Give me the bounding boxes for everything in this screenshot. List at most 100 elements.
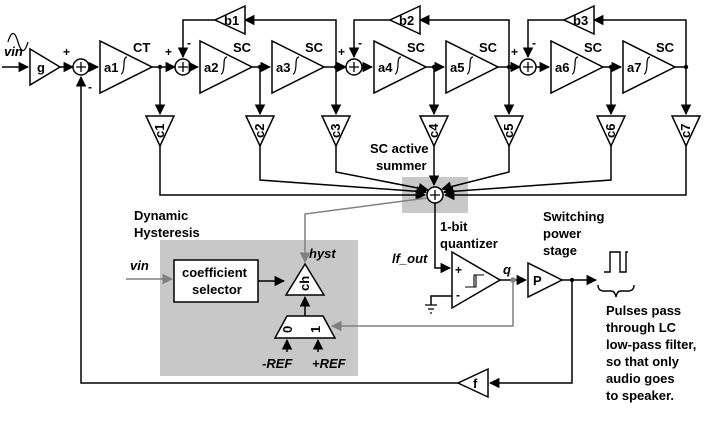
feedback-b3-wire: [592, 14, 687, 67]
integrator-a6-symbol: [571, 56, 579, 75]
feedback-b1-wire: [243, 14, 337, 67]
integrator-a5-type: SC: [479, 40, 498, 55]
feedforward-c3-block: c3: [320, 115, 352, 148]
feedback-b1-label: b1: [224, 13, 239, 28]
svg-text:c7: c7: [678, 124, 693, 138]
integrator-a7-symbol: [643, 56, 651, 75]
integrator-a3-label: a3: [276, 60, 290, 75]
svg-text:c4: c4: [426, 123, 441, 138]
note-line3: low-pass filter,: [606, 337, 696, 352]
integrator-a4-label: a4: [378, 60, 393, 75]
integrator-a1-label: a1: [104, 60, 118, 75]
summer-label-line1: SC active: [370, 141, 429, 156]
lf-out-wire: [434, 203, 452, 274]
q-to-mux-wire: [330, 280, 514, 332]
integrator-a1-type: CT: [133, 40, 150, 55]
svg-text:+: +: [455, 263, 462, 277]
integrator-a7-label: a7: [627, 60, 641, 75]
feedback-b3-label: b3: [573, 13, 588, 28]
power-stage-block: [527, 261, 564, 299]
integrator-a6-block: [550, 39, 605, 95]
note-line2: through LC: [606, 320, 677, 335]
q-label: q: [503, 262, 511, 277]
mux-input-1: 1: [308, 326, 323, 333]
hyst-vin-label: vin: [130, 258, 149, 273]
note-line1: Pulses pass: [606, 303, 681, 318]
integrator-a3-type: SC: [305, 40, 324, 55]
integrator-a5-symbol: [466, 56, 474, 75]
svg-text:c3: c3: [328, 124, 343, 138]
svg-text:c1: c1: [152, 124, 167, 138]
gain-f-block: [456, 367, 489, 399]
sum4-minus-sign: -: [532, 36, 536, 50]
integrator-a2-block: [199, 39, 254, 95]
global-feedback-wire: [75, 75, 458, 384]
sum3-minus-sign: -: [358, 36, 362, 50]
hyst-feedback-wire: [299, 197, 428, 264]
feedforward-c1-block: c1: [144, 115, 176, 148]
ref-negative-label: -REF: [262, 356, 293, 371]
sum4-plus-sign: +: [511, 45, 518, 59]
integrator-a4-type: SC: [407, 40, 426, 55]
vin-input-label: vin: [4, 44, 23, 59]
coefficient-selector-label1: coefficient: [182, 265, 248, 280]
ground-icon: [425, 304, 437, 314]
ch-label: ch: [297, 276, 312, 291]
sum1-minus-sign: -: [88, 80, 92, 94]
integrator-a1-block: [99, 39, 154, 95]
integrator-a5-block: [445, 39, 500, 95]
integrator-a3-block: [271, 39, 326, 95]
integrator-a4-symbol: [394, 56, 402, 75]
feedback-b2-wire: [418, 14, 510, 67]
integrator-a5-label: a5: [450, 60, 464, 75]
gain-f-label: f: [473, 376, 478, 391]
dynamic-hysteresis-title2: Hysteresis: [134, 225, 200, 240]
note-line6: to speaker.: [606, 388, 674, 403]
coefficient-selector-block: [173, 259, 259, 303]
svg-text:c6: c6: [603, 124, 618, 138]
gain-g-label: g: [37, 60, 45, 75]
summer-label-line2: summer: [376, 158, 427, 173]
feedforward-c6-block: c6: [595, 115, 627, 148]
power-stage-label: P: [533, 273, 542, 288]
ref-positive-label: +REF: [312, 356, 347, 371]
gain-g-block: [29, 47, 62, 87]
hyst-label: hyst: [309, 246, 336, 261]
feedback-b2-label: b2: [399, 13, 414, 28]
note-line4: so that only: [606, 354, 680, 369]
svg-text:-: -: [456, 288, 460, 302]
integrator-a7-block: [622, 39, 677, 95]
feedforward-c4-block: c4: [418, 115, 450, 148]
f-feedback-wire: [488, 280, 573, 389]
sum1-plus-sign: +: [63, 45, 70, 59]
feedforward-c2-block: c2: [244, 115, 276, 148]
output-brace: [597, 284, 635, 298]
pwm-pulse-icon: [604, 251, 628, 273]
integrator-a6-label: a6: [555, 60, 569, 75]
coefficient-selector-label2: selector: [192, 282, 242, 297]
feedforward-c7-block: c7: [670, 115, 702, 148]
integrator-a2-type: SC: [233, 40, 252, 55]
sum2-minus-sign: -: [187, 36, 191, 50]
sum2-plus-sign: +: [165, 45, 172, 59]
ch-block: [284, 262, 326, 296]
quantizer-title1: 1-bit: [440, 219, 468, 234]
feedback-b1-block: [213, 4, 246, 36]
integrator-a1-symbol: [120, 56, 128, 75]
integrator-a6-type: SC: [584, 40, 603, 55]
quantizer-title2: quantizer: [440, 236, 498, 251]
feedforward-c5-block: c5: [493, 115, 525, 148]
power-stage-title1: Switching: [543, 209, 604, 224]
integrator-a4-block: [373, 39, 428, 95]
sum3-plus-sign: +: [338, 45, 345, 59]
power-stage-title2: power: [543, 226, 581, 241]
dynamic-hysteresis-title1: Dynamic: [134, 208, 188, 223]
sine-icon: [7, 32, 29, 52]
lf-out-label: lf_out: [392, 251, 428, 266]
hysteresis-symbol: [465, 274, 484, 288]
ref-mux-block: [273, 315, 337, 339]
integrator-a2-symbol: [220, 56, 228, 75]
feedback-b3-block: [562, 4, 595, 36]
integrator-a7-type: SC: [656, 40, 675, 55]
